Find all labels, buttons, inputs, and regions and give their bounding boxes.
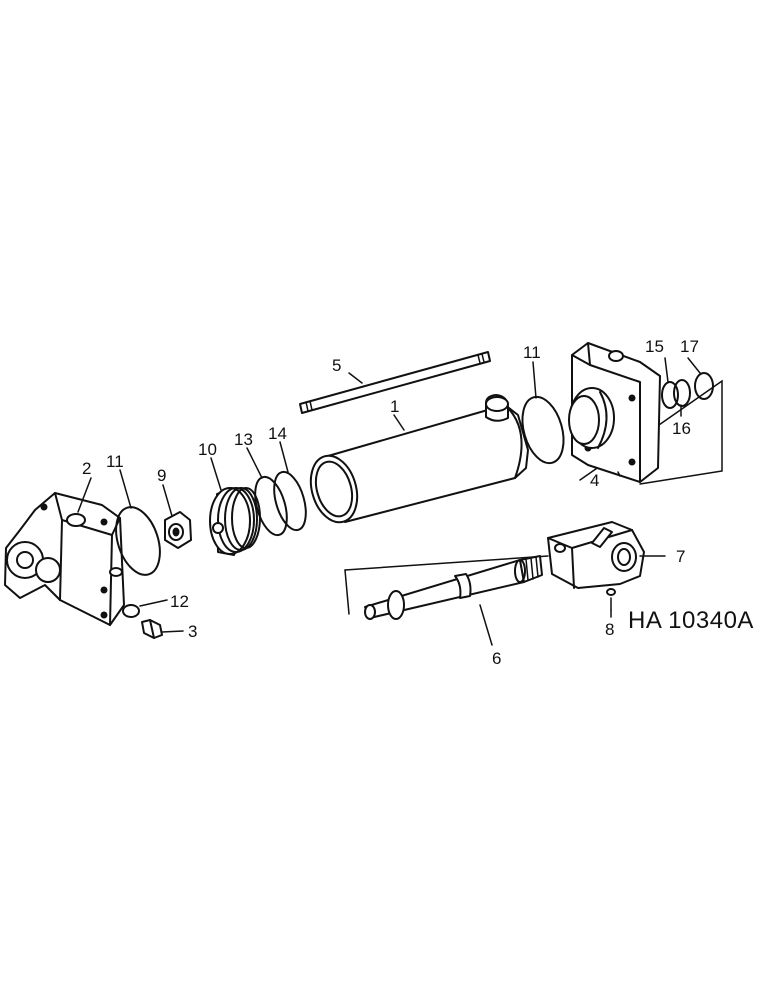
part-13-seal: [254, 475, 288, 537]
part-14-seal: [273, 470, 307, 532]
callout-5: 5: [332, 356, 341, 375]
callout-1: 1: [390, 397, 399, 416]
callout-8: 8: [605, 620, 614, 639]
leader-lines: [77, 357, 701, 646]
part-6-piston-rod: [364, 555, 543, 620]
callout-6: 6: [492, 649, 501, 668]
part-15-ring: [661, 381, 679, 409]
part-3-plug: [141, 619, 163, 639]
part-16-ring: [673, 379, 691, 407]
part-9-nut: [164, 511, 192, 549]
callout-3: 3: [188, 622, 197, 641]
callout-labels: 1 2 3 4 5 6 7 8 9 10 11 11 12 13 14 15 1…: [82, 337, 699, 668]
callout-9: 9: [157, 466, 166, 485]
part-4-end-cap: [568, 342, 661, 483]
callout-15: 15: [645, 337, 664, 356]
part-8-fitting: [606, 588, 616, 611]
callout-2: 2: [82, 459, 91, 478]
callout-13: 13: [234, 430, 253, 449]
callout-10: 10: [198, 440, 217, 459]
callout-12: 12: [170, 592, 189, 611]
part-11-o-ring-right: [521, 395, 565, 465]
part-12-o-ring: [122, 604, 140, 618]
part-10-piston: [209, 487, 261, 556]
callout-11-left: 11: [106, 452, 124, 471]
drawing-code: HA 10340A: [628, 607, 754, 634]
callout-11-right: 11: [523, 343, 541, 362]
part-7-rod-clevis: [547, 521, 645, 589]
part-17-ring: [694, 372, 714, 400]
callout-17: 17: [680, 337, 699, 356]
part-2-clevis-head: [4, 492, 125, 626]
callout-14: 14: [268, 424, 287, 443]
part-11-o-ring-left: [115, 506, 161, 576]
part-1-cylinder-barrel: [309, 394, 529, 524]
callout-16: 16: [672, 419, 691, 438]
callout-7: 7: [676, 547, 685, 566]
part-5-tie-rod: [299, 351, 491, 414]
callout-4: 4: [590, 471, 599, 490]
